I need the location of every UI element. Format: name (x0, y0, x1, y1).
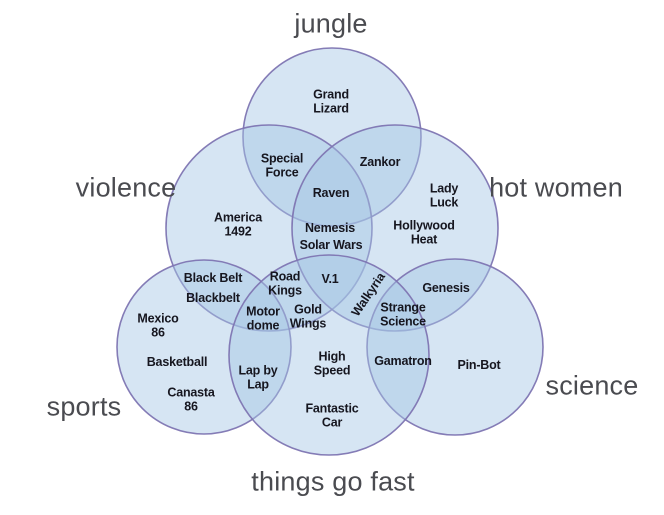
circle-things-go-fast (228, 254, 430, 456)
item-black-belt: Black Belt (183, 271, 243, 286)
circle-sports (116, 259, 292, 435)
circle-science (366, 258, 544, 436)
item-lap-by-lap: Lap by Lap (238, 363, 278, 391)
item-high-speed: High Speed (313, 349, 351, 377)
item-pin-bot: Pin-Bot (457, 358, 501, 373)
item-solar-wars: Solar Wars (299, 238, 363, 253)
item-raven: Raven (312, 186, 350, 201)
item-gold-wings: Gold Wings (289, 302, 327, 330)
set-label-science: science (545, 370, 639, 401)
set-label-things-go-fast: things go fast (251, 466, 415, 497)
item-gamatron: Gamatron (374, 354, 432, 369)
item-special-force: Special Force (260, 151, 304, 179)
circle-hot-women (291, 124, 499, 332)
item-v1: V.1 (321, 272, 339, 287)
item-genesis: Genesis (422, 281, 470, 296)
item-motordome: Motor dome (246, 304, 280, 332)
item-mexico-86: Mexico 86 (137, 311, 179, 339)
item-nemesis: Nemesis (304, 221, 356, 236)
item-blackbelt: Blackbelt (186, 291, 240, 306)
item-road-kings: Road Kings (268, 269, 302, 297)
item-fantastic-car: Fantastic Car (305, 401, 359, 429)
item-america-1492: America 1492 (214, 210, 262, 238)
item-basketball: Basketball (146, 355, 208, 370)
item-hollywood-heat: Hollywood Heat (393, 218, 455, 246)
circle-jungle (242, 47, 422, 227)
set-label-hot-women: hot women (489, 172, 623, 203)
item-canasta-86: Canasta 86 (167, 385, 215, 413)
circle-violence (165, 124, 373, 332)
set-label-jungle: jungle (294, 8, 368, 39)
set-label-sports: sports (46, 391, 122, 422)
item-lady-luck: Lady Luck (429, 181, 459, 209)
item-strange-science: Strange Science (380, 300, 426, 328)
set-label-violence: violence (75, 172, 177, 203)
item-zankor: Zankor (359, 155, 401, 170)
item-grand-lizard: Grand Lizard (313, 87, 349, 115)
